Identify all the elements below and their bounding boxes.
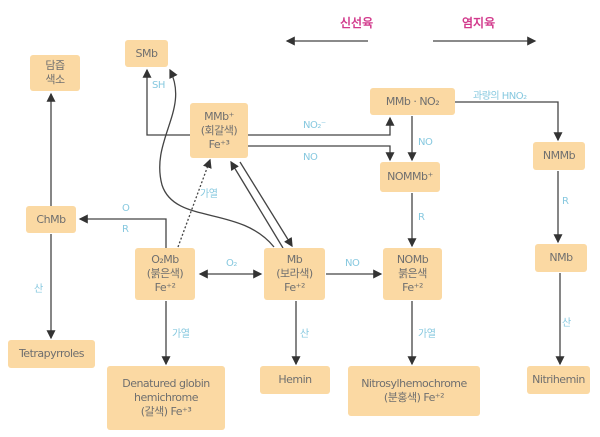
node-text: Denatured globin — [122, 377, 210, 390]
label-acid: 산 — [300, 329, 309, 340]
node-text: Fe⁺³ — [208, 137, 230, 151]
label-heat: 가열 — [172, 329, 190, 340]
node-mb: Mb(보라색)Fe⁺² — [264, 248, 325, 300]
label-heat: 가열 — [200, 189, 218, 200]
node-mmb-no2: MMb · NO₂ — [370, 88, 455, 115]
fresh-meat-label: 신선육 — [340, 16, 374, 30]
label-no2-minus: NO₂⁻ — [303, 120, 326, 131]
node-text: 담즙 — [45, 59, 65, 72]
label-sh: SH — [152, 80, 165, 91]
label-acid: 산 — [34, 284, 43, 295]
node-text: (갈색) Fe⁺³ — [140, 405, 192, 418]
node-nmmb: NMMb — [533, 142, 585, 170]
node-text: Fe⁺² — [154, 281, 176, 294]
node-tetrapyrroles: Tetrapyrroles — [8, 340, 95, 368]
label-no: NO — [303, 152, 318, 163]
node-text: Mb — [286, 253, 303, 266]
node-nmb: NMb — [535, 244, 587, 272]
node-text: 붉은색 — [398, 267, 427, 280]
node-text: hemichrome — [133, 391, 199, 404]
node-text: Fe⁺² — [284, 281, 305, 294]
node-nommb: NOMMb⁺ — [380, 162, 440, 192]
label-r: R — [122, 224, 129, 235]
node-hemin: Hemin — [260, 366, 330, 394]
label-acid: 산 — [562, 318, 571, 329]
label-heat: 가열 — [418, 329, 436, 340]
node-text: Fe⁺² — [402, 281, 423, 294]
cured-meat-label: 염지육 — [462, 16, 496, 30]
node-smb: SMb — [125, 40, 168, 67]
node-text: (붉은색) — [146, 267, 184, 280]
label-no: NO — [418, 137, 433, 148]
label-no: NO — [345, 258, 360, 269]
label-r: R — [562, 196, 569, 207]
node-mmb: MMb⁺(회갈색)Fe⁺³ — [190, 103, 248, 158]
label-r: R — [418, 212, 425, 223]
node-text: (분홍색) Fe⁺² — [383, 391, 445, 404]
node-o2mb: O₂Mb(붉은색)Fe⁺² — [135, 248, 195, 300]
node-chmb: ChMb — [26, 206, 76, 233]
node-text: Nitrosylhemochrome — [361, 377, 467, 390]
node-text: (보라색) — [276, 267, 313, 280]
label-o2: O₂ — [226, 258, 237, 269]
label-o: O — [122, 203, 130, 214]
node-nitrihemin: Nitrihemin — [527, 366, 590, 394]
label-excess-hno2: 과량의 HNO₂ — [473, 91, 527, 102]
node-text: (회갈색) — [200, 123, 238, 137]
node-text: O₂Mb — [151, 253, 179, 266]
node-text: MMb⁺ — [204, 109, 234, 123]
node-text: 색소 — [45, 73, 65, 86]
node-text: NOMb — [396, 253, 429, 266]
node-nitrosylhemochrome: Nitrosylhemochrome(분홍색) Fe⁺² — [348, 366, 480, 416]
